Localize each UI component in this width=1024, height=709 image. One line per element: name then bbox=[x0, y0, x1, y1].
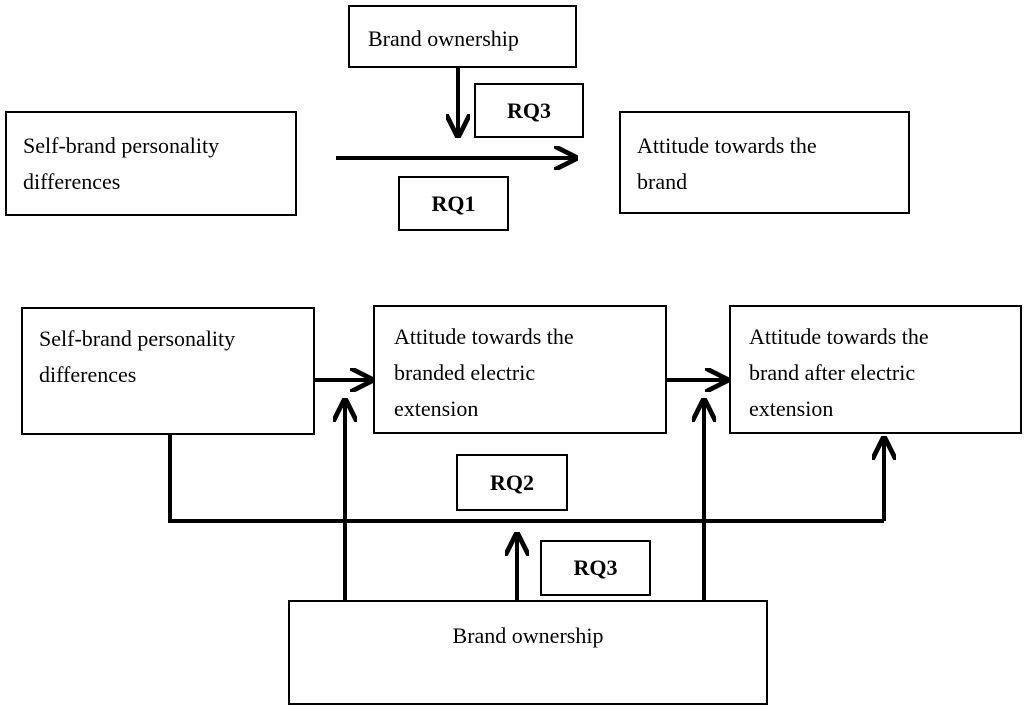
bottom-independent-box: Self-brand personality differences bbox=[21, 307, 315, 435]
bottom-moderator-label: Brand ownership bbox=[452, 623, 604, 648]
top-independent-box: Self-brand personality differences bbox=[5, 111, 297, 216]
bottom-mediator-box: Attitude towards the branded electric ex… bbox=[373, 305, 667, 434]
top-independent-label: Self-brand personality differences bbox=[23, 133, 220, 194]
bottom-independent-label: Self-brand personality differences bbox=[39, 326, 236, 387]
bottom-rq3-label: RQ3 bbox=[573, 555, 618, 580]
top-rq1-label: RQ1 bbox=[431, 191, 476, 216]
top-dependent-label: Attitude towards the brand bbox=[637, 133, 817, 194]
bottom-moderator-box: Brand ownership bbox=[288, 600, 768, 705]
bottom-rq2-label: RQ2 bbox=[490, 470, 534, 495]
top-moderator-box: Brand ownership bbox=[348, 5, 577, 68]
top-rq1-label-box: RQ1 bbox=[398, 176, 509, 231]
bottom-dependent-label: Attitude towards the brand after electri… bbox=[749, 324, 929, 421]
top-dependent-box: Attitude towards the brand bbox=[619, 111, 910, 214]
bottom-mediator-label: Attitude towards the branded electric ex… bbox=[394, 324, 574, 421]
top-rq3-label-box: RQ3 bbox=[474, 83, 584, 138]
top-moderator-label: Brand ownership bbox=[368, 26, 519, 51]
top-rq3-label: RQ3 bbox=[507, 98, 551, 123]
line-self-brand-bottom-path bbox=[168, 435, 884, 523]
bottom-dependent-box: Attitude towards the brand after electri… bbox=[729, 305, 1022, 434]
bottom-rq2-label-box: RQ2 bbox=[456, 454, 568, 511]
bottom-rq3-label-box: RQ3 bbox=[540, 540, 651, 596]
